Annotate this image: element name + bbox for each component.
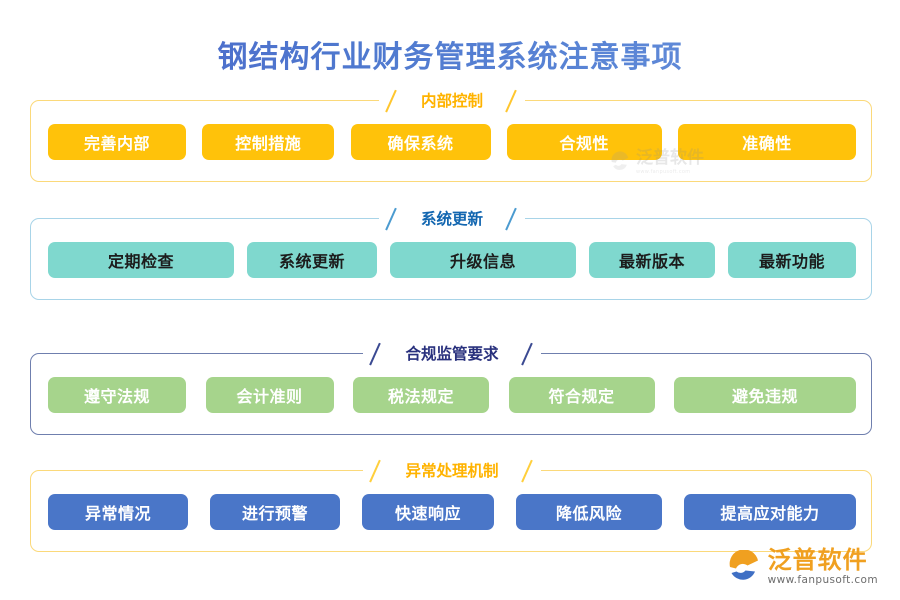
section-exception-handling: 异常情况 进行预警 快速响应 降低风险 提高应对能力 异常处理机制 [30, 458, 873, 553]
pill-item[interactable]: 符合规定 [508, 377, 655, 413]
pill-item[interactable]: 税法规定 [353, 377, 489, 413]
pill-item[interactable]: 合规性 [506, 124, 662, 160]
page-title: 钢结构行业财务管理系统注意事项 [0, 32, 900, 76]
pill-item[interactable]: 提高应对能力 [684, 494, 856, 530]
pill-item[interactable]: 系统更新 [247, 242, 377, 278]
pill-item[interactable]: 控制措施 [202, 124, 335, 160]
section-internal-control: 完善内部 控制措施 确保系统 合规性 准确性 泛普软件 www.fanpusof… [30, 88, 873, 183]
pill-row-compliance-requirements: 遵守法规 会计准则 税法规定 符合规定 避免违规 [31, 354, 873, 436]
section-system-update: 定期检查 系统更新 升级信息 最新版本 最新功能 系统更新 [30, 206, 873, 301]
pill-item[interactable]: 异常情况 [48, 494, 188, 530]
brand-url: www.fanpusoft.com [767, 574, 878, 586]
pill-item[interactable]: 降低风险 [516, 494, 662, 530]
pill-row-exception-handling: 异常情况 进行预警 快速响应 降低风险 提高应对能力 [31, 471, 873, 553]
brand-name: 泛普软件 [767, 545, 868, 574]
fanpu-logo-icon [727, 549, 761, 584]
pill-item[interactable]: 升级信息 [390, 242, 576, 278]
pill-row-system-update: 定期检查 系统更新 升级信息 最新版本 最新功能 [31, 219, 873, 301]
section-compliance-requirements: 遵守法规 会计准则 税法规定 符合规定 避免违规 合规监管要求 [30, 341, 873, 436]
pill-item[interactable]: 快速响应 [362, 494, 494, 530]
pill-item[interactable]: 准确性 [678, 124, 856, 160]
brand-logo: 泛普软件 www.fanpusoft.com [727, 545, 878, 586]
pill-row-internal-control: 完善内部 控制措施 确保系统 合规性 准确性 [31, 101, 873, 183]
pill-item[interactable]: 最新功能 [728, 242, 856, 278]
pill-item[interactable]: 确保系统 [350, 124, 491, 160]
pill-item[interactable]: 进行预警 [210, 494, 340, 530]
pill-item[interactable]: 避免违规 [674, 377, 856, 413]
pill-item[interactable]: 遵守法规 [48, 377, 186, 413]
pill-item[interactable]: 定期检查 [48, 242, 234, 278]
pill-item[interactable]: 会计准则 [205, 377, 334, 413]
pill-item[interactable]: 最新版本 [589, 242, 715, 278]
pill-item[interactable]: 完善内部 [48, 124, 186, 160]
